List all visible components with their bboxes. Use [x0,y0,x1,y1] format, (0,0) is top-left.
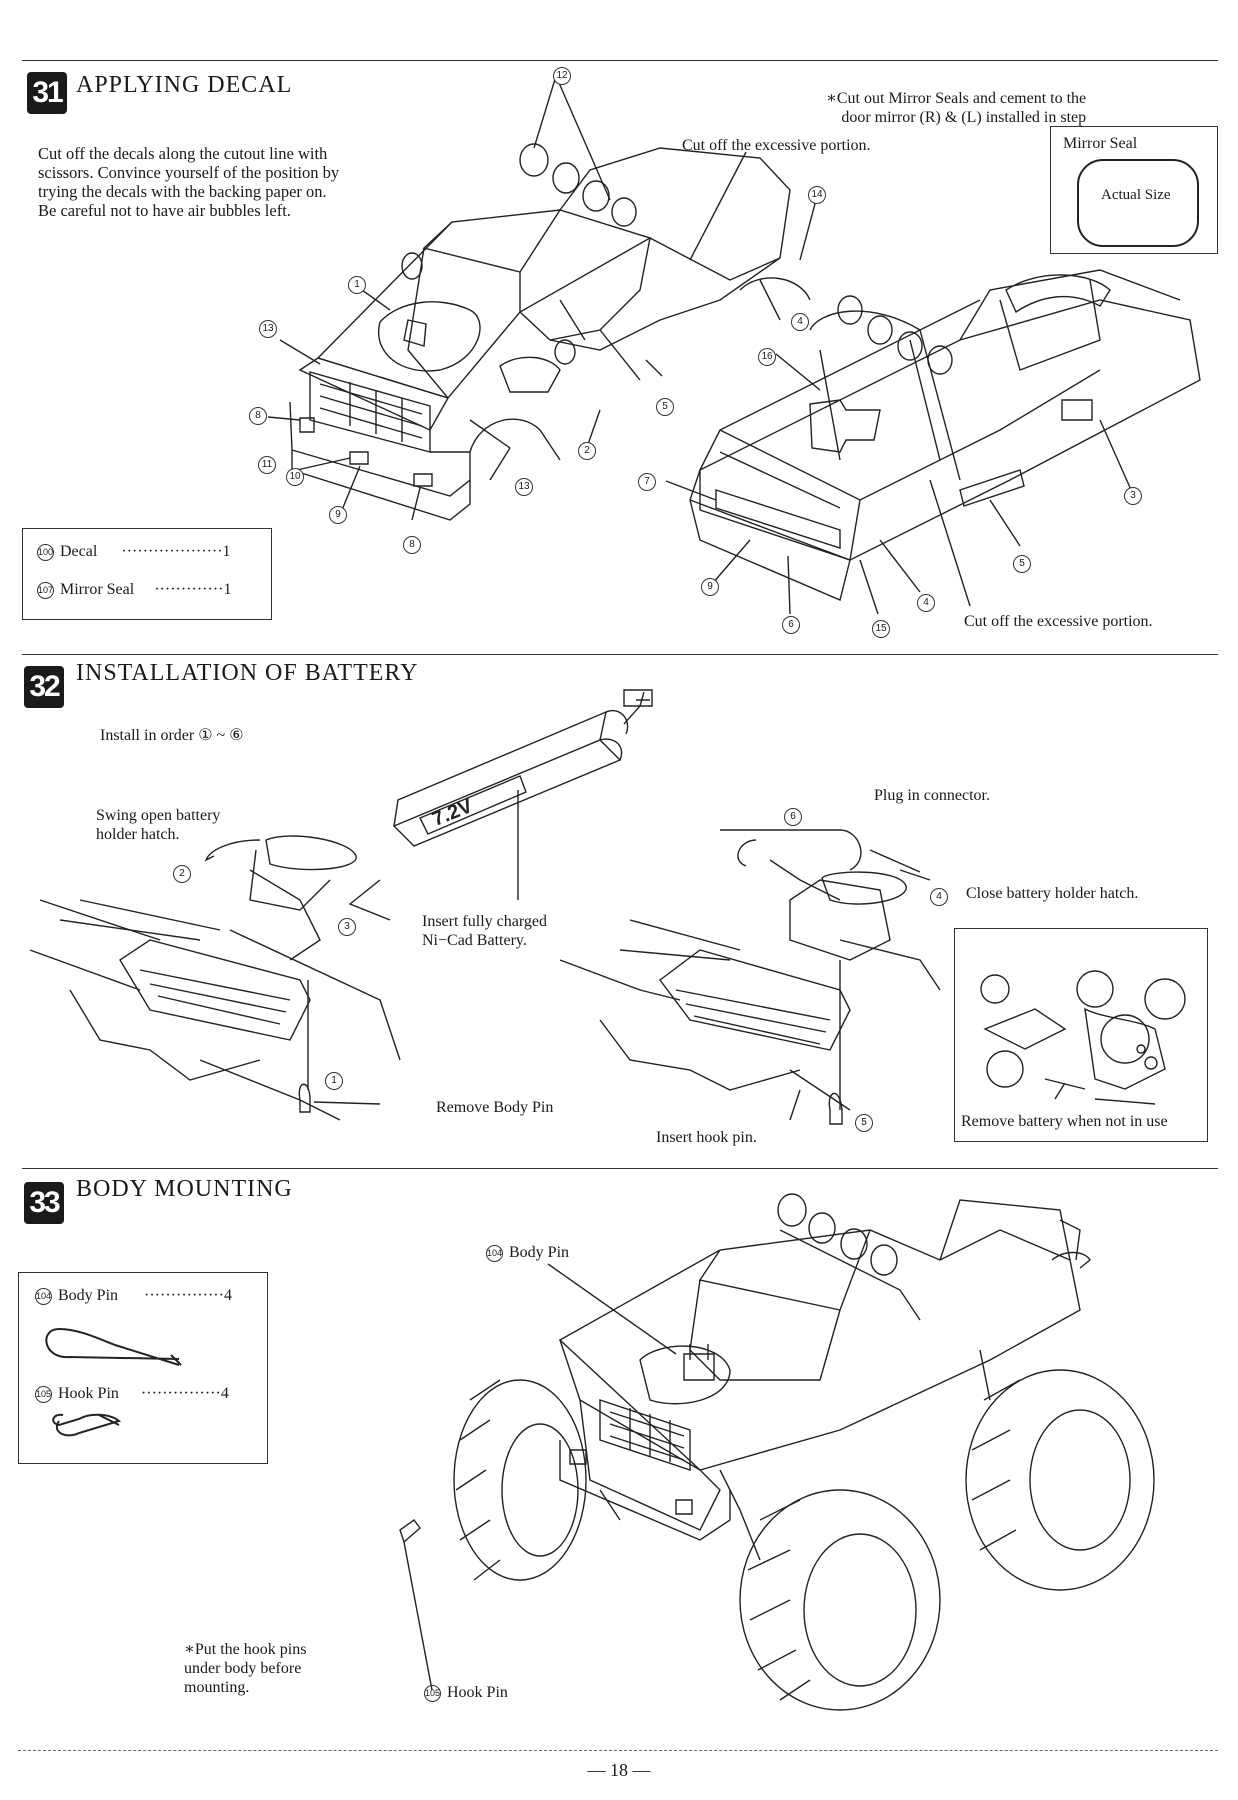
remove-body-pin-note: Remove Body Pin [436,1099,554,1116]
callout-5-a: 5 [656,398,674,416]
hook-pin-label: 105 Hook Pin [424,1684,508,1702]
part-row-body-pin: 104 Body Pin ···············4 [35,1287,232,1305]
insert-hook-pin-note: Insert hook pin. [656,1129,757,1146]
part-qty-mirror-seal: ·············1 [154,581,232,598]
callout-15: 15 [872,620,890,638]
step-31-badge: 31 [27,72,67,114]
callout-6: 6 [782,616,800,634]
callout-1: 1 [348,276,366,294]
mirror-seal-title: Mirror Seal [1063,135,1138,152]
part-qty-hook-pin: ···············4 [140,1385,229,1402]
mirror-seal-shape [1077,159,1199,247]
part-name-hook-pin: Hook Pin [58,1385,119,1402]
callout-9-b: 9 [701,578,719,596]
top-rule [22,60,1218,61]
callout-32-4: 4 [930,888,948,906]
callout-14: 14 [808,186,826,204]
page-number: — 18 — [587,1760,651,1780]
part-code-decal: 100 [37,543,54,561]
body-pin-label-text: Body Pin [509,1244,570,1261]
callout-2: 2 [578,442,596,460]
parts-box-pins: 104 Body Pin ···············4 105 Hook Pin… [18,1272,268,1464]
callout-11: 12 [553,67,571,85]
part-name-body-pin: Body Pin [58,1287,119,1304]
hook-pin-label-text: Hook Pin [447,1684,508,1701]
step-32-badge: 32 [24,666,64,708]
part-qty-body-pin: ···············4 [144,1287,232,1304]
body-pin-label-code: 104 [486,1244,503,1262]
callout-32-1: 1 [325,1072,343,1090]
hook-pins-note: ∗Put the hook pins under body before mou… [184,1641,307,1696]
kid-with-truck-illustration [955,929,1207,1109]
callout-32-2: 2 [173,865,191,883]
close-hatch-note: Close battery holder hatch. [966,885,1139,902]
callout-32-6: 6 [784,808,802,826]
mirror-seal-note: ∗Cut out Mirror Seals and cement to the … [826,70,1087,148]
callout-4-a: 4 [791,313,809,331]
part-row-hook-pin: 105 Hook Pin ···············4 [35,1385,229,1403]
step-31-title: APPLYING DECAL [76,72,293,98]
parts-box-decal: 100 Decal ···················1 107 Mirror … [22,528,272,620]
remove-battery-box: Remove battery when not in use [954,928,1208,1142]
footer-rule [18,1750,1218,1751]
part-name-decal: Decal [60,543,98,560]
callout-12: 11 [258,456,276,474]
part-code-mirror-seal: 107 [37,581,54,599]
insert-battery-note: Insert fully charged Ni−Cad Battery. [422,913,547,949]
callout-32-5: 5 [855,1114,873,1132]
body-pin-label: 104 Body Pin [486,1244,569,1262]
callout-5-b: 5 [1013,555,1031,573]
callout-8-b: 8 [403,536,421,554]
divider-32-33 [22,1168,1218,1169]
callout-8-a: 8 [249,407,267,425]
callout-16: 16 [758,348,776,366]
part-row-decal: 100 Decal ···················1 [37,543,231,561]
step-33-badge: 33 [24,1182,64,1224]
callout-10: 10 [286,468,304,486]
decal-instructions: Cut off the decals along the cutout line… [38,144,340,220]
cut-excess-note-top: Cut off the excessive portion. [682,137,871,154]
part-row-mirror-seal: 107 Mirror Seal ·············1 [37,581,231,599]
body-pin-icon [19,1273,267,1463]
mirror-seal-box: Mirror Seal Actual Size [1050,126,1218,254]
plug-connector-note: Plug in connector. [874,787,990,804]
remove-battery-caption: Remove battery when not in use [961,1113,1168,1130]
callout-13-b: 13 [515,478,533,496]
callout-3: 3 [1124,487,1142,505]
callout-13-a: 13 [259,320,277,338]
hook-pin-label-code: 105 [424,1684,441,1702]
step-33-title: BODY MOUNTING [76,1176,293,1202]
part-name-mirror-seal: Mirror Seal [60,581,135,598]
mirror-seal-note-text: ∗Cut out Mirror Seals and cement to the … [826,90,1087,126]
install-order-note: Install in order ① ~ ⑥ [100,727,244,744]
callout-4-b: 4 [917,594,935,612]
part-code-body-pin: 104 [35,1287,52,1305]
callout-9-a: 9 [329,506,347,524]
hook-pin-icon [19,1273,267,1463]
mirror-seal-actual-size: Actual Size [1101,187,1171,203]
swing-open-hatch-note: Swing open battery holder hatch. [96,807,221,843]
part-code-hook-pin: 105 [35,1385,52,1403]
callout-32-3: 3 [338,918,356,936]
divider-31-32 [22,654,1218,655]
cut-excess-note-bottom: Cut off the excessive portion. [964,613,1153,630]
part-qty-decal: ···················1 [121,543,231,560]
callout-7: 7 [638,473,656,491]
step-32-title: INSTALLATION OF BATTERY [76,660,419,686]
